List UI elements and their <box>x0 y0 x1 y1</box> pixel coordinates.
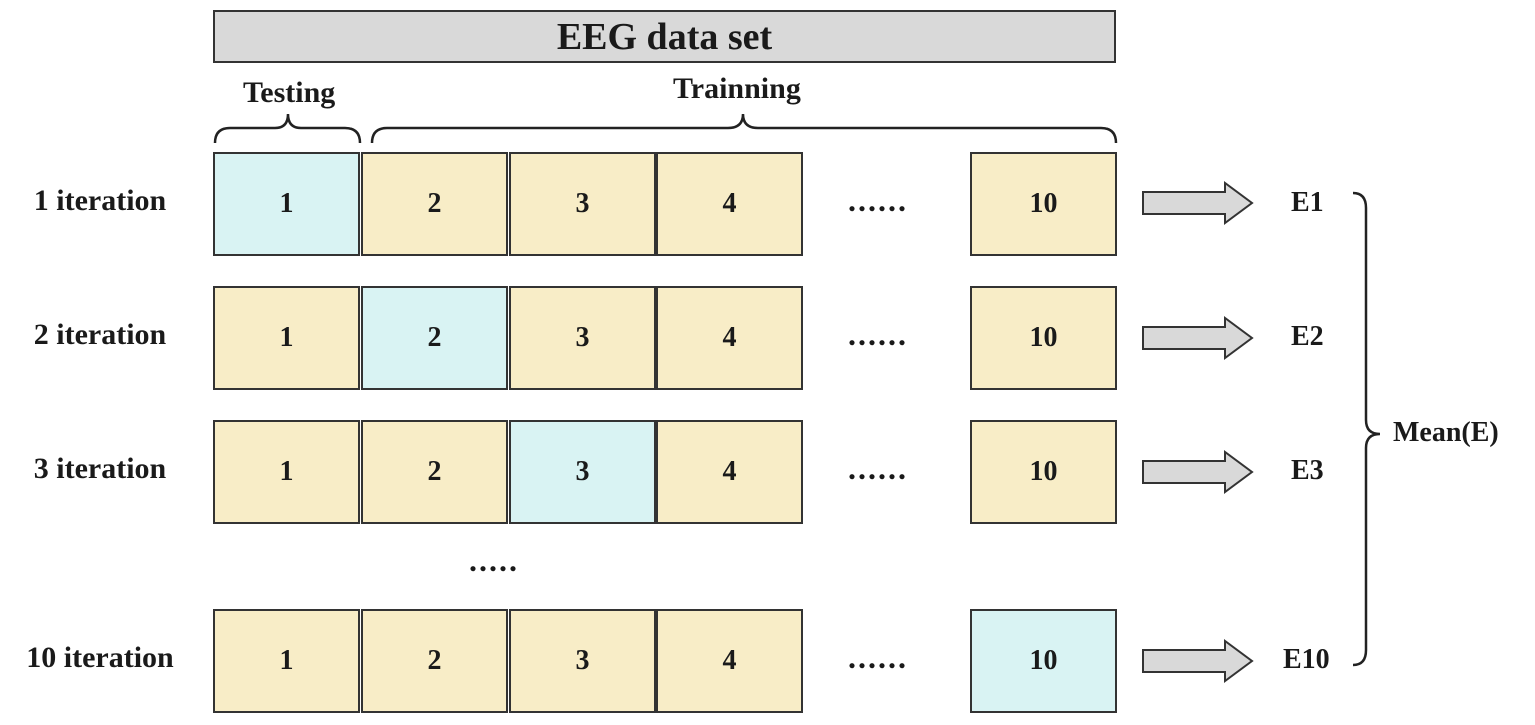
arrow-icon-2 <box>1142 316 1254 360</box>
row-label: 10 iteration <box>26 641 174 674</box>
fold-number: 2 <box>427 188 442 219</box>
row-ellipsis: ...... <box>848 639 908 675</box>
mean-brace <box>1352 191 1381 667</box>
fold-box-testing: 10 <box>970 609 1117 713</box>
fold-number: 1 <box>279 322 294 353</box>
fold-box-training: 1 <box>213 286 360 390</box>
fold-box-training: 10 <box>970 420 1117 524</box>
fold-number: 2 <box>427 645 442 676</box>
fold-box-training: 2 <box>361 420 508 524</box>
fold-box-testing: 2 <box>361 286 508 390</box>
row-label: 1 iteration <box>33 184 167 217</box>
fold-box-training: 3 <box>509 152 656 256</box>
testing-label: Testing <box>243 76 336 109</box>
fold-number: 4 <box>722 456 737 487</box>
fold-box-training: 3 <box>509 609 656 713</box>
fold-box-training: 1 <box>213 609 360 713</box>
vertical-ellipsis: ..... <box>469 542 519 578</box>
fold-number: 1 <box>279 188 294 219</box>
row-label: 3 iteration <box>33 452 167 485</box>
fold-box-training: 3 <box>509 286 656 390</box>
mean-label: Mean(E) <box>1393 417 1499 448</box>
fold-number: 3 <box>575 322 590 353</box>
row-label: 2 iteration <box>33 318 167 351</box>
dataset-title-bar: EEG data set <box>213 10 1116 63</box>
iteration-result: E10 <box>1283 644 1330 675</box>
fold-number: 4 <box>722 645 737 676</box>
fold-number: 2 <box>427 322 442 353</box>
fold-number: 10 <box>1029 322 1058 353</box>
training-label: Trainning <box>673 72 801 105</box>
fold-number: 3 <box>575 645 590 676</box>
fold-number: 3 <box>575 456 590 487</box>
fold-box-training: 10 <box>970 152 1117 256</box>
fold-box-testing: 3 <box>509 420 656 524</box>
iteration-result: E2 <box>1291 321 1324 352</box>
fold-number: 4 <box>722 322 737 353</box>
iteration-result: E3 <box>1291 455 1324 486</box>
fold-box-training: 2 <box>361 609 508 713</box>
fold-number: 2 <box>427 456 442 487</box>
fold-number: 10 <box>1029 645 1058 676</box>
fold-number: 1 <box>279 456 294 487</box>
row-ellipsis: ...... <box>848 316 908 352</box>
iteration-result: E1 <box>1291 187 1324 218</box>
fold-box-training: 4 <box>656 286 803 390</box>
training-brace <box>370 113 1118 144</box>
arrow-icon-1 <box>1142 181 1254 225</box>
row-ellipsis: ...... <box>848 450 908 486</box>
fold-box-training: 10 <box>970 286 1117 390</box>
fold-box-testing: 1 <box>213 152 360 256</box>
arrow-icon-4 <box>1142 639 1254 683</box>
fold-number: 4 <box>722 188 737 219</box>
fold-box-training: 1 <box>213 420 360 524</box>
fold-box-training: 4 <box>656 609 803 713</box>
fold-number: 1 <box>279 645 294 676</box>
fold-box-training: 4 <box>656 420 803 524</box>
fold-number: 10 <box>1029 188 1058 219</box>
fold-box-training: 4 <box>656 152 803 256</box>
arrow-icon-3 <box>1142 450 1254 494</box>
fold-box-training: 2 <box>361 152 508 256</box>
fold-number: 10 <box>1029 456 1058 487</box>
row-ellipsis: ...... <box>848 182 908 218</box>
dataset-title: EEG data set <box>556 15 773 58</box>
testing-brace <box>213 113 362 144</box>
fold-number: 3 <box>575 188 590 219</box>
